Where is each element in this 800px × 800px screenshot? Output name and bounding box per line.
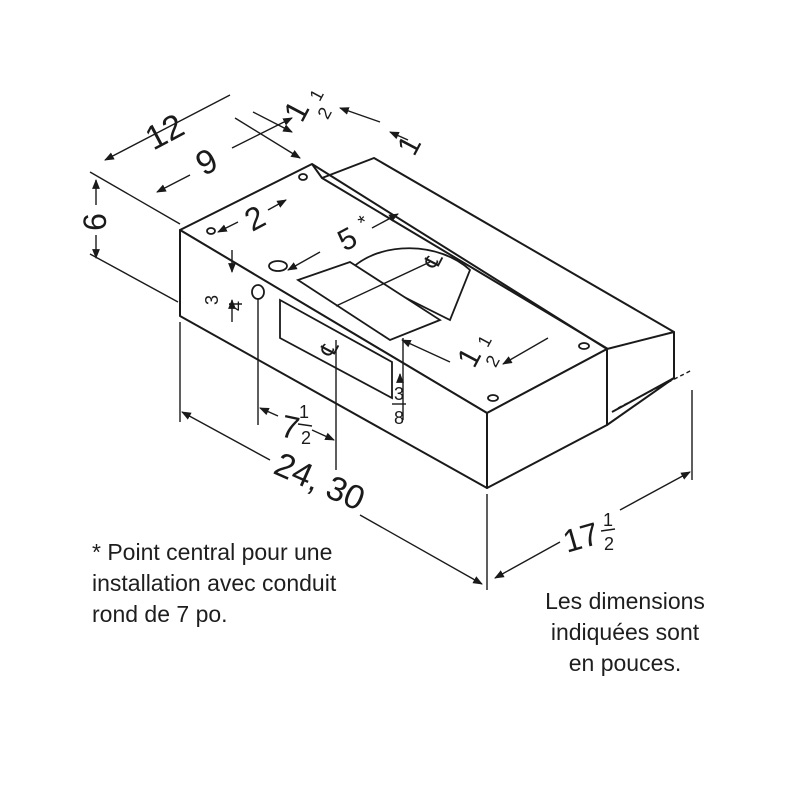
units-note-line: indiquées sont [550,619,700,645]
dim-label-1-front: 1 [391,130,428,160]
dim-line-1-half-top [252,111,293,133]
filter-opening [295,261,442,342]
mounting-hole [268,260,288,272]
dim-line-1-half-lamp [401,339,451,363]
dim-label-center-num: 1 [299,402,309,422]
dim-label-top-offset-num: 1 [306,86,328,104]
dim-line-width [181,411,271,461]
dim-label-three-eighths-num: 3 [394,384,404,404]
dim-line-17-half [494,541,561,579]
units-note: Les dimensions indiquées sont en pouces. [520,586,730,679]
dim-label-center-den: 2 [301,428,311,448]
dim-label-side-den: 4 [226,301,246,311]
underside-openings [206,173,590,402]
dim-label-width: 24, 30 [269,445,371,518]
hood-rear-top-line [321,177,619,356]
dimension-lines [89,94,693,590]
units-note-line: en pouces. [568,650,682,676]
dim-label-front-depth-num: 1 [603,510,613,530]
dim-line-7-half [259,407,279,417]
dim-line-2 [217,221,239,233]
footnote-line: rond de 7 po. [92,601,228,627]
dim-label-side-num: 3 [202,295,222,305]
footnote-line: installation avec conduit [92,570,337,596]
footnote-line: * Point central pour une [92,539,333,565]
dim-label-9: 9 [190,141,225,183]
duct-opening-arc [348,247,472,322]
dim-label-12: 12 [139,107,190,158]
keyhole-slot [578,342,590,350]
keyhole-slot [487,394,499,402]
dim-line-1-front [389,131,409,141]
keyhole-slot [298,173,308,181]
dim-line-9 [156,174,191,193]
duct-footnote: * Point central pour une installation av… [92,537,412,630]
dim-label-6: 6 [77,213,113,231]
dim-label-three-eighths-den: 8 [394,408,404,428]
dim-line-12 [104,94,231,161]
dim-line-5 [287,251,321,271]
centerlines [257,261,431,470]
dim-label-front-depth-whole: 17 [559,515,603,559]
dim-label-top-offset-den: 2 [314,104,336,122]
hood-rear-step [606,331,675,426]
units-note-line: Les dimensions [545,588,705,614]
dim-label-front-depth-den: 2 [604,534,614,554]
keyhole-slot [206,227,216,235]
